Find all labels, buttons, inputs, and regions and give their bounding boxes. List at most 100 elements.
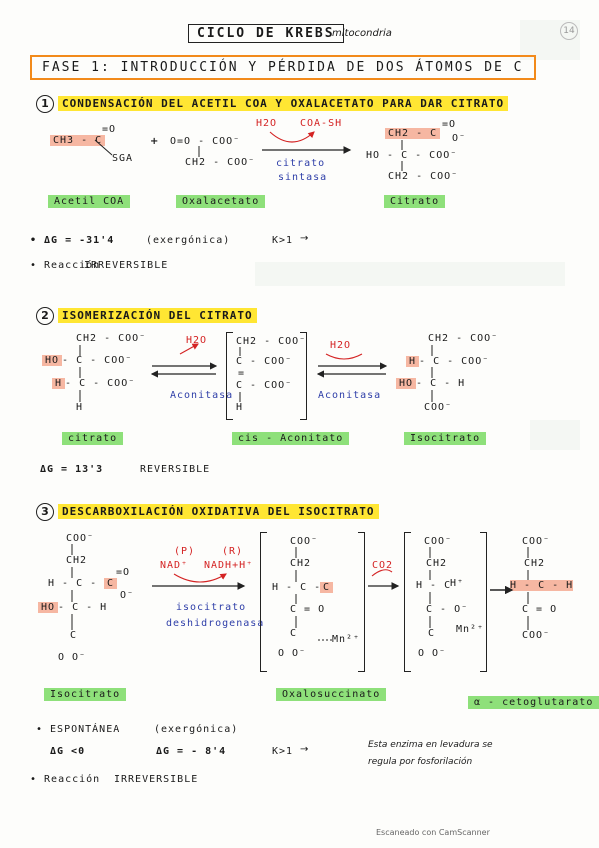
acetyl-oxygen: =O [102, 124, 117, 135]
citrate-line3: CH2 - COO⁻ [388, 171, 459, 182]
s3a-c4: - C - H [58, 602, 108, 613]
bracket-c-right [480, 532, 487, 672]
s3a-c: C [104, 578, 118, 589]
label-s2-iso: Isocitrato [404, 432, 487, 445]
label-s3-akg: α - cetoglutarato [468, 696, 599, 709]
s3c-line3: H - C [416, 580, 452, 591]
step1-dg: • ΔG = -31'4 [30, 235, 115, 246]
s3b-line6: O O⁻ [278, 648, 307, 659]
s3b-line3: H - C - [272, 582, 322, 593]
s3a-line3: H - C - [48, 578, 98, 589]
s3b-line1: COO⁻ [290, 536, 319, 547]
nad-plus: NAD⁺ [160, 560, 189, 571]
s2-citrate-h: H [52, 378, 66, 389]
enzyme-sintasa: sintasa [278, 172, 328, 183]
s3d-line1: COO⁻ [522, 536, 551, 547]
s2-iso-c3: - C - H [416, 378, 466, 389]
s3c-line5: C [428, 628, 436, 639]
s3c-line4: C - O⁻ [426, 604, 469, 615]
step3-note-line1: Esta enzima en levadura se [368, 740, 493, 750]
label-acetyl: Acetil COA [48, 195, 131, 208]
citrate-o1: =O [442, 119, 457, 130]
step1-k: K>1 [272, 235, 294, 246]
s2-citrate-ho: HO [42, 355, 63, 366]
s1-curve [269, 131, 315, 143]
step3-number: 3 [36, 503, 54, 521]
s2-iso-line1: CH2 - COO⁻ [428, 333, 499, 344]
s2-citrate-line3: H- C - COO⁻ [52, 378, 135, 389]
cis-line2: C - COO⁻ [236, 356, 293, 367]
s3-co2-curve [371, 569, 393, 577]
bleed-through [530, 420, 580, 450]
label-s2-cis: cis - Aconitato [232, 432, 350, 445]
citrate-ch2: CH2 - C [385, 128, 441, 139]
s2-h2o-left-arrow [179, 343, 199, 355]
acetyl-bond [94, 139, 113, 156]
bracket-right [300, 332, 307, 420]
s2-citrate-line4: H [76, 402, 84, 413]
step1-k-arrow: → [300, 233, 309, 244]
oxal-line1: O=O - COO⁻ [170, 136, 241, 147]
step3-spont-type: (exergónica) [154, 724, 239, 735]
citrate-line1: CH2 - C [385, 128, 441, 139]
s3-nad-curve [173, 573, 227, 583]
bleed-through [255, 262, 565, 286]
s3b-mn: Mn²⁺ [332, 634, 361, 645]
s3b-line2: CH2 [290, 558, 312, 569]
s3a-o1: =O [116, 567, 131, 578]
s2-citrate-c2: - C - COO⁻ [62, 355, 133, 366]
s3b-c: C [320, 582, 334, 593]
bracket-left [226, 332, 233, 420]
bracket-c-left [404, 532, 411, 672]
s2-iso-ho: HO [396, 378, 417, 389]
step3-title: DESCARBOXILACIÓN OXIDATIVA DEL ISOCITRAT… [58, 504, 379, 519]
s2-enzyme-left: Aconitasa [170, 390, 234, 401]
s3c-line1: COO⁻ [424, 536, 453, 547]
phase-heading: FASE 1: INTRODUCCIÓN Y PÉRDIDA DE DOS ÁT… [30, 55, 536, 80]
cofactor-p: (P) [174, 546, 196, 557]
citrate-o2: O⁻ [452, 133, 467, 144]
step2-reaction-type: REVERSIBLE [140, 464, 211, 475]
oxal-line2: CH2 - COO⁻ [185, 157, 256, 168]
cis-line4: H [236, 402, 244, 413]
s3c-line6: O O⁻ [418, 648, 447, 659]
step3-spont: • ESPONTÁNEA [36, 724, 121, 735]
s3a-carboxyl: C [104, 578, 118, 589]
s3a-ho: HO [38, 602, 59, 613]
s3c-line2: CH2 [426, 558, 448, 569]
s2-h2o-right-curve [325, 353, 363, 360]
s3a-line6: O O⁻ [58, 652, 87, 663]
step3-k-arrow: → [300, 744, 309, 755]
bracket-b-right [358, 532, 365, 672]
acetyl-ch3: CH3 - C [50, 135, 106, 146]
s2-citrate-c3: - C - COO⁻ [65, 378, 136, 389]
cofactor-r: (R) [222, 546, 244, 557]
step3-note-line2: regula por fosforilación [368, 757, 473, 767]
s3d-line3: H - C - H [510, 580, 574, 591]
s3c-h: H⁺ [450, 578, 465, 589]
s2-iso-line4: COO⁻ [424, 402, 453, 413]
step1-dg-type: (exergónica) [146, 235, 231, 246]
plus-sign: + [150, 136, 159, 147]
label-oxal: Oxalacetato [176, 195, 266, 208]
s2-iso-line2: H- C - COO⁻ [406, 356, 489, 367]
s2-citrate-line1: CH2 - COO⁻ [76, 333, 147, 344]
citrate-line2: HO - C - COO⁻ [366, 150, 458, 161]
step2-number: 2 [36, 307, 54, 325]
label-s2-citrate: citrato [62, 432, 124, 445]
step1-number: 1 [36, 95, 54, 113]
step1-title: CONDENSACIÓN DEL ACETIL COA Y OXALACETAT… [58, 96, 509, 111]
scanner-watermark: Escaneado con CamScanner [376, 828, 490, 837]
s2-iso-line3: HO- C - H [396, 378, 465, 389]
nadh: NADH+H⁺ [204, 560, 254, 571]
enzyme-citrato: citrato [276, 158, 326, 169]
page-number: 14 [560, 22, 578, 40]
h2o-input: H2O [256, 118, 278, 129]
s3a-line2: CH2 [66, 555, 88, 566]
step2-title: ISOMERIZACIÓN DEL CITRATO [58, 308, 257, 323]
s3a-o2: O⁻ [120, 590, 135, 601]
step1-reaction-type: IRREVERSIBLE [84, 260, 169, 271]
enzyme3-name2: deshidrogenasa [166, 618, 265, 629]
page-subtitle: mitocondria [332, 28, 392, 39]
